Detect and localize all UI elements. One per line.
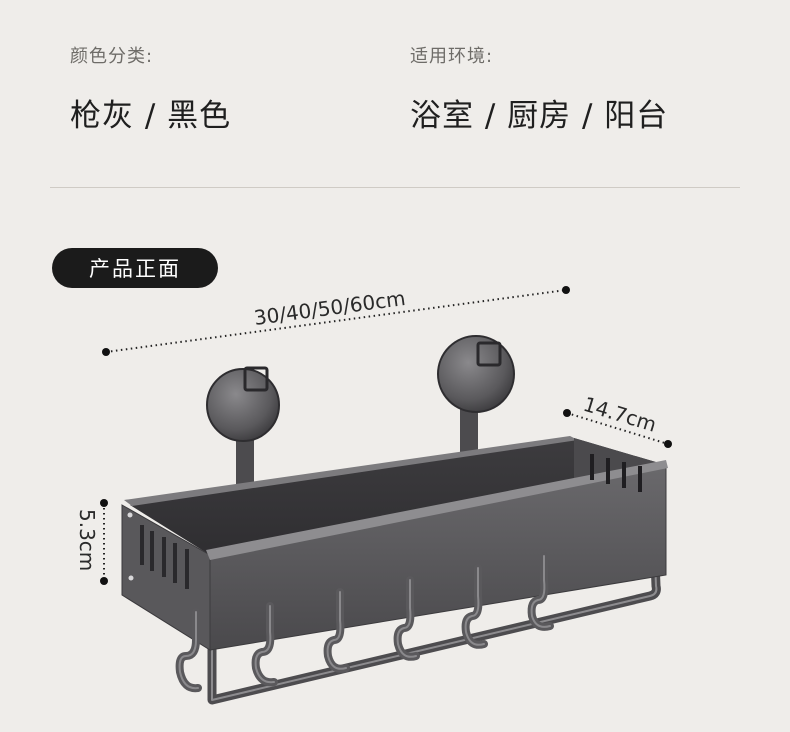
height-endpoint-bottom xyxy=(100,577,108,585)
depth-endpoint-right xyxy=(664,440,672,448)
height-dimension: 5.3cm xyxy=(75,499,108,585)
height-endpoint-top xyxy=(100,499,108,507)
product-front-badge: 产品正面 xyxy=(52,248,218,288)
suction-cup-left xyxy=(206,366,280,500)
environment-spec: 适用环境: 浴室 / 厨房 / 阳台 xyxy=(410,42,668,135)
color-spec-label: 颜色分类: xyxy=(70,46,154,67)
environment-spec-label: 适用环境: xyxy=(410,46,494,67)
length-label: 30/40/50/60cm xyxy=(252,286,406,330)
length-endpoint-left xyxy=(102,348,110,356)
hook-highlights xyxy=(178,555,551,690)
depth-endpoint-left xyxy=(563,409,571,417)
towel-bar xyxy=(207,534,661,705)
length-endpoint-right xyxy=(562,286,570,294)
height-label: 5.3cm xyxy=(75,509,99,571)
color-spec: 颜色分类: 枪灰 / 黑色 xyxy=(70,42,231,135)
suction-cup-right xyxy=(437,335,515,480)
environment-spec-value: 浴室 / 厨房 / 阳台 xyxy=(410,98,669,134)
color-spec-value: 枪灰 / 黑色 xyxy=(70,98,232,134)
shelf-box xyxy=(121,436,668,651)
section-divider xyxy=(50,187,740,188)
